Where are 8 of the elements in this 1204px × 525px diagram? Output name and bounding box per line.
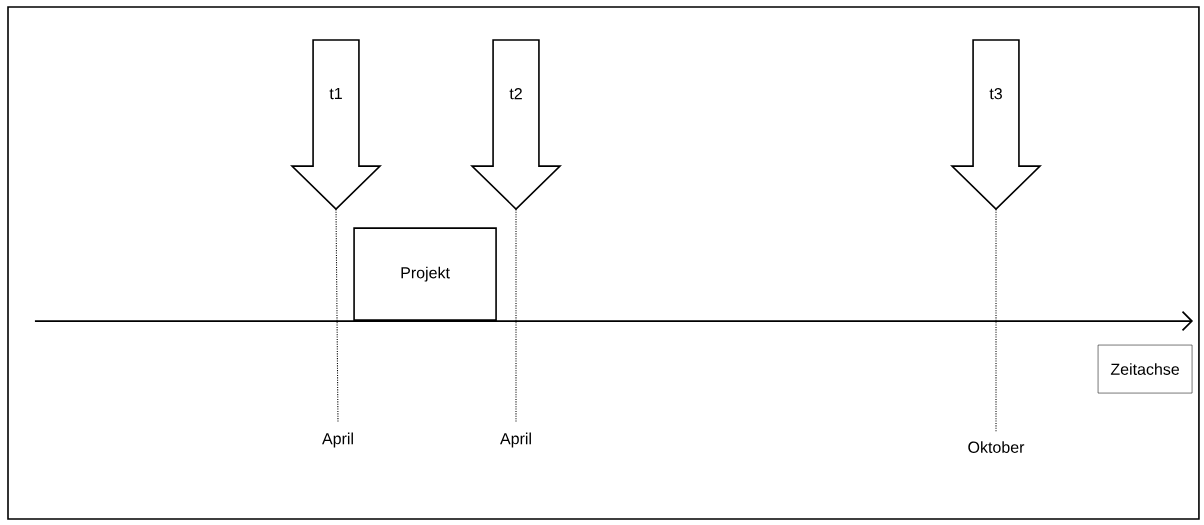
month-label: April: [500, 432, 531, 448]
project-box: Projekt: [353, 227, 497, 321]
label-box: Zeitachse: [1097, 344, 1193, 394]
leader-line: [515, 208, 517, 424]
leader-line: [995, 208, 997, 433]
month-label: April: [322, 432, 353, 448]
month-label: Oktober: [968, 441, 1025, 453]
leader-line: [335, 208, 339, 424]
